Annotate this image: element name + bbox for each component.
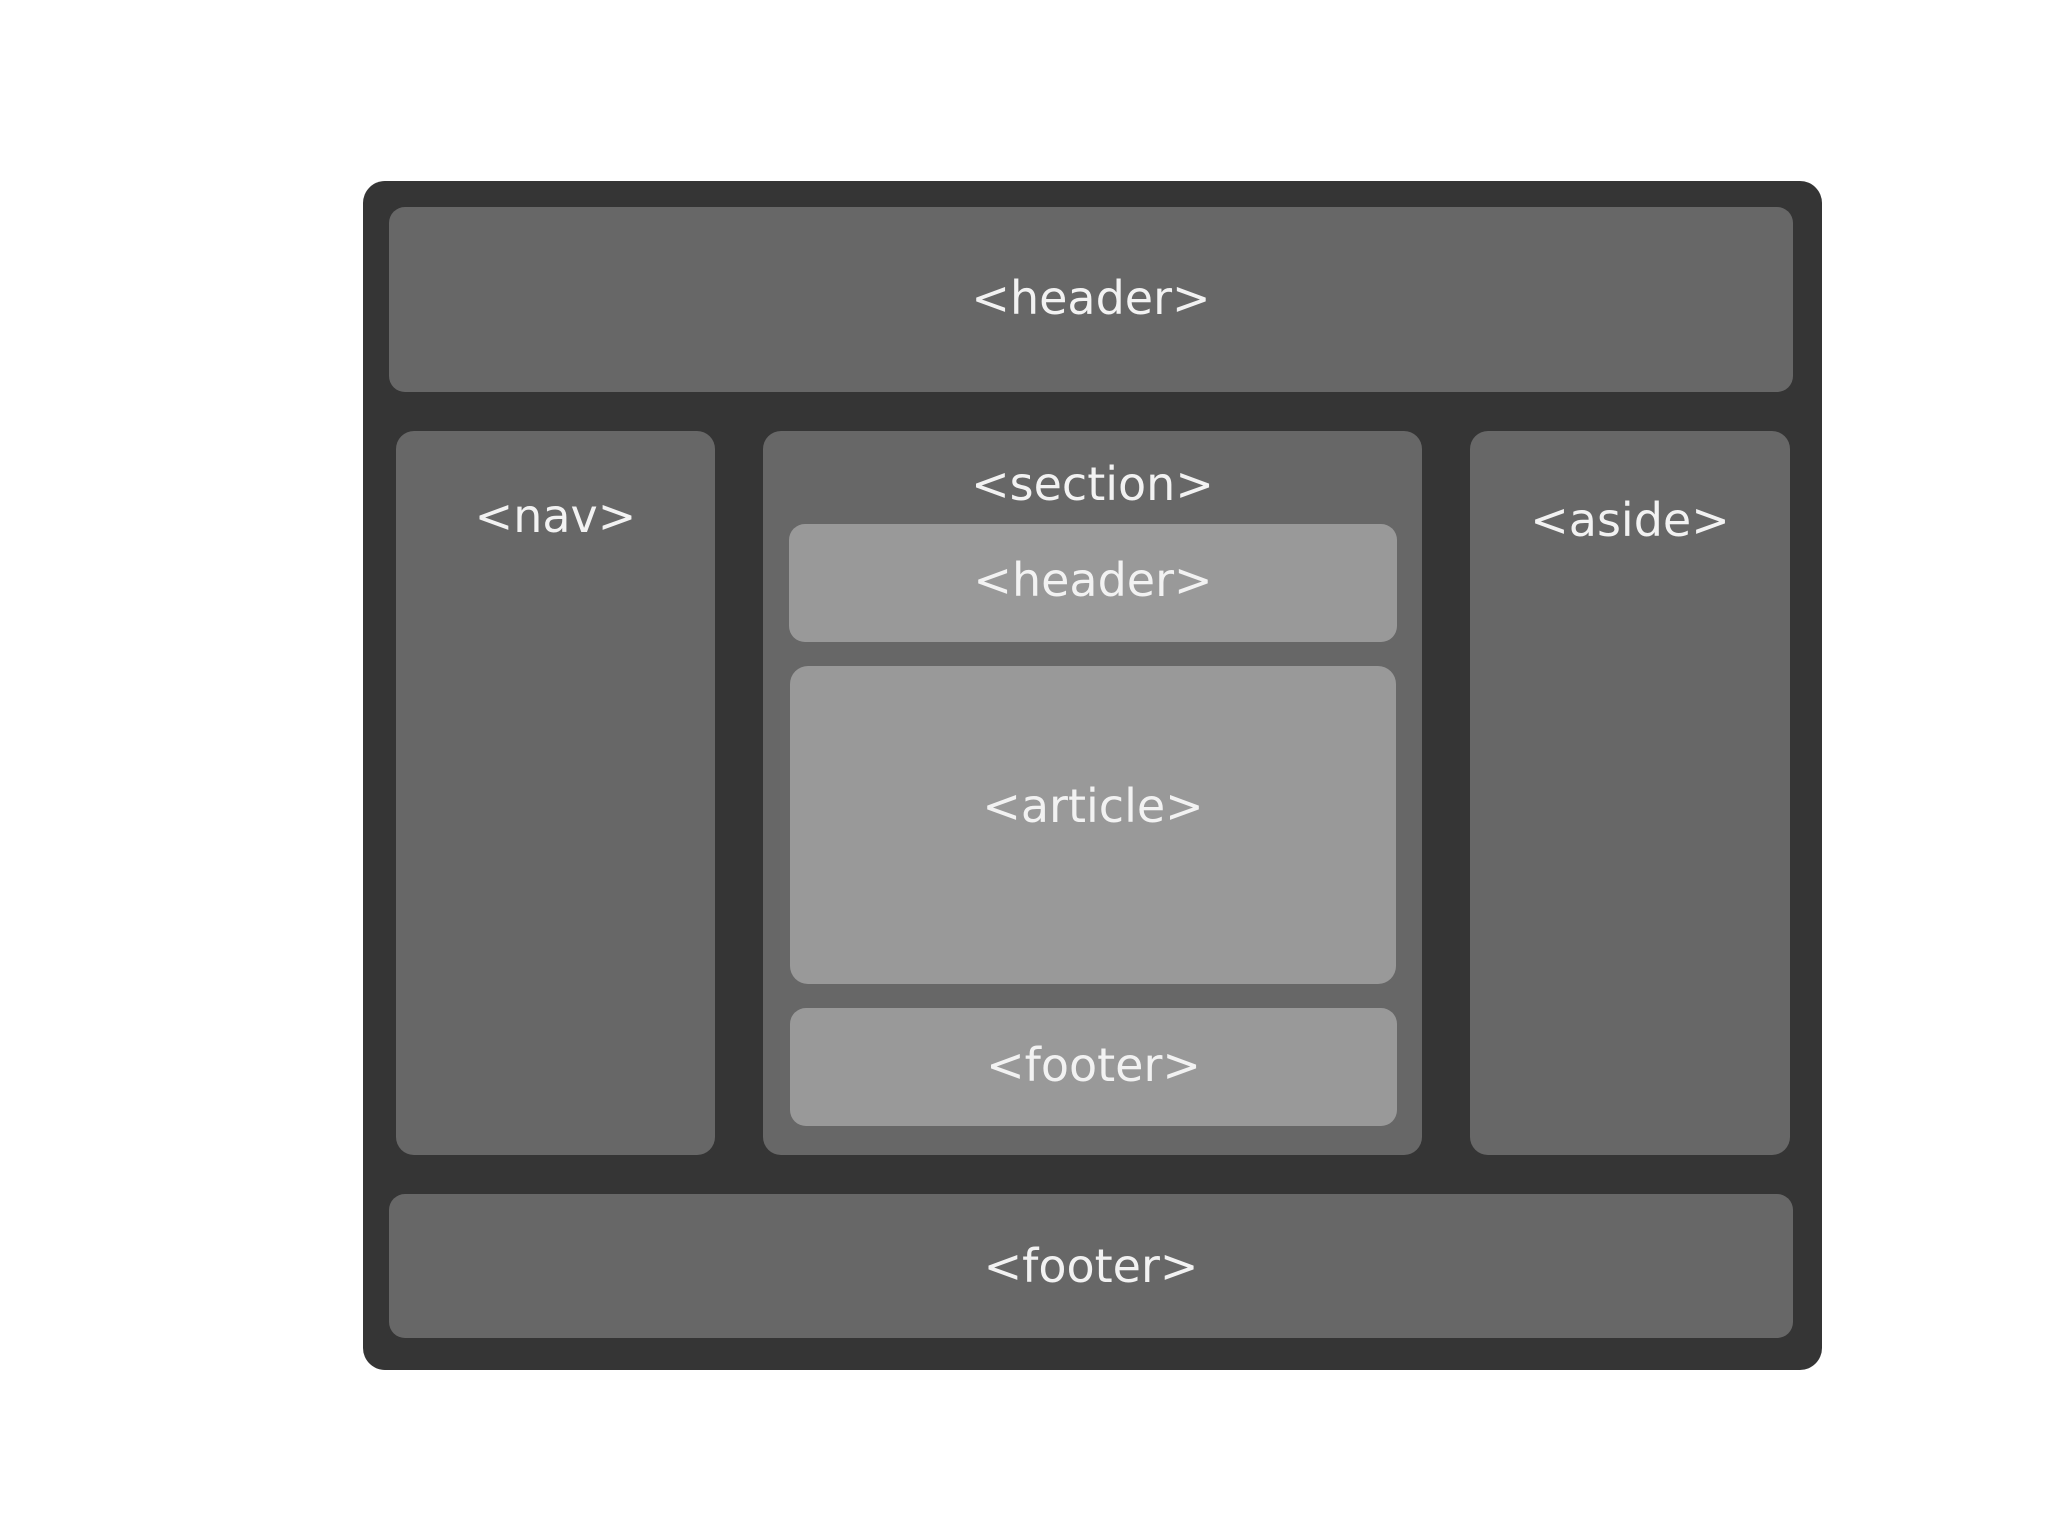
- nav-block: <nav>: [396, 431, 715, 1155]
- nav-label: <nav>: [474, 489, 637, 543]
- article-block: <article>: [790, 666, 1396, 984]
- article-label: <article>: [982, 779, 1204, 833]
- section-header-block: <header>: [789, 524, 1397, 642]
- aside-label: <aside>: [1530, 493, 1730, 547]
- section-footer-block: <footer>: [790, 1008, 1397, 1126]
- page-header-block: <header>: [389, 207, 1793, 392]
- page-footer-label: <footer>: [983, 1239, 1199, 1293]
- section-label: <section>: [971, 457, 1214, 511]
- section-footer-label: <footer>: [986, 1038, 1201, 1092]
- section-header-label: <header>: [973, 553, 1213, 607]
- page-header-label: <header>: [971, 271, 1211, 325]
- page-footer-block: <footer>: [389, 1194, 1793, 1338]
- aside-block: <aside>: [1470, 431, 1790, 1155]
